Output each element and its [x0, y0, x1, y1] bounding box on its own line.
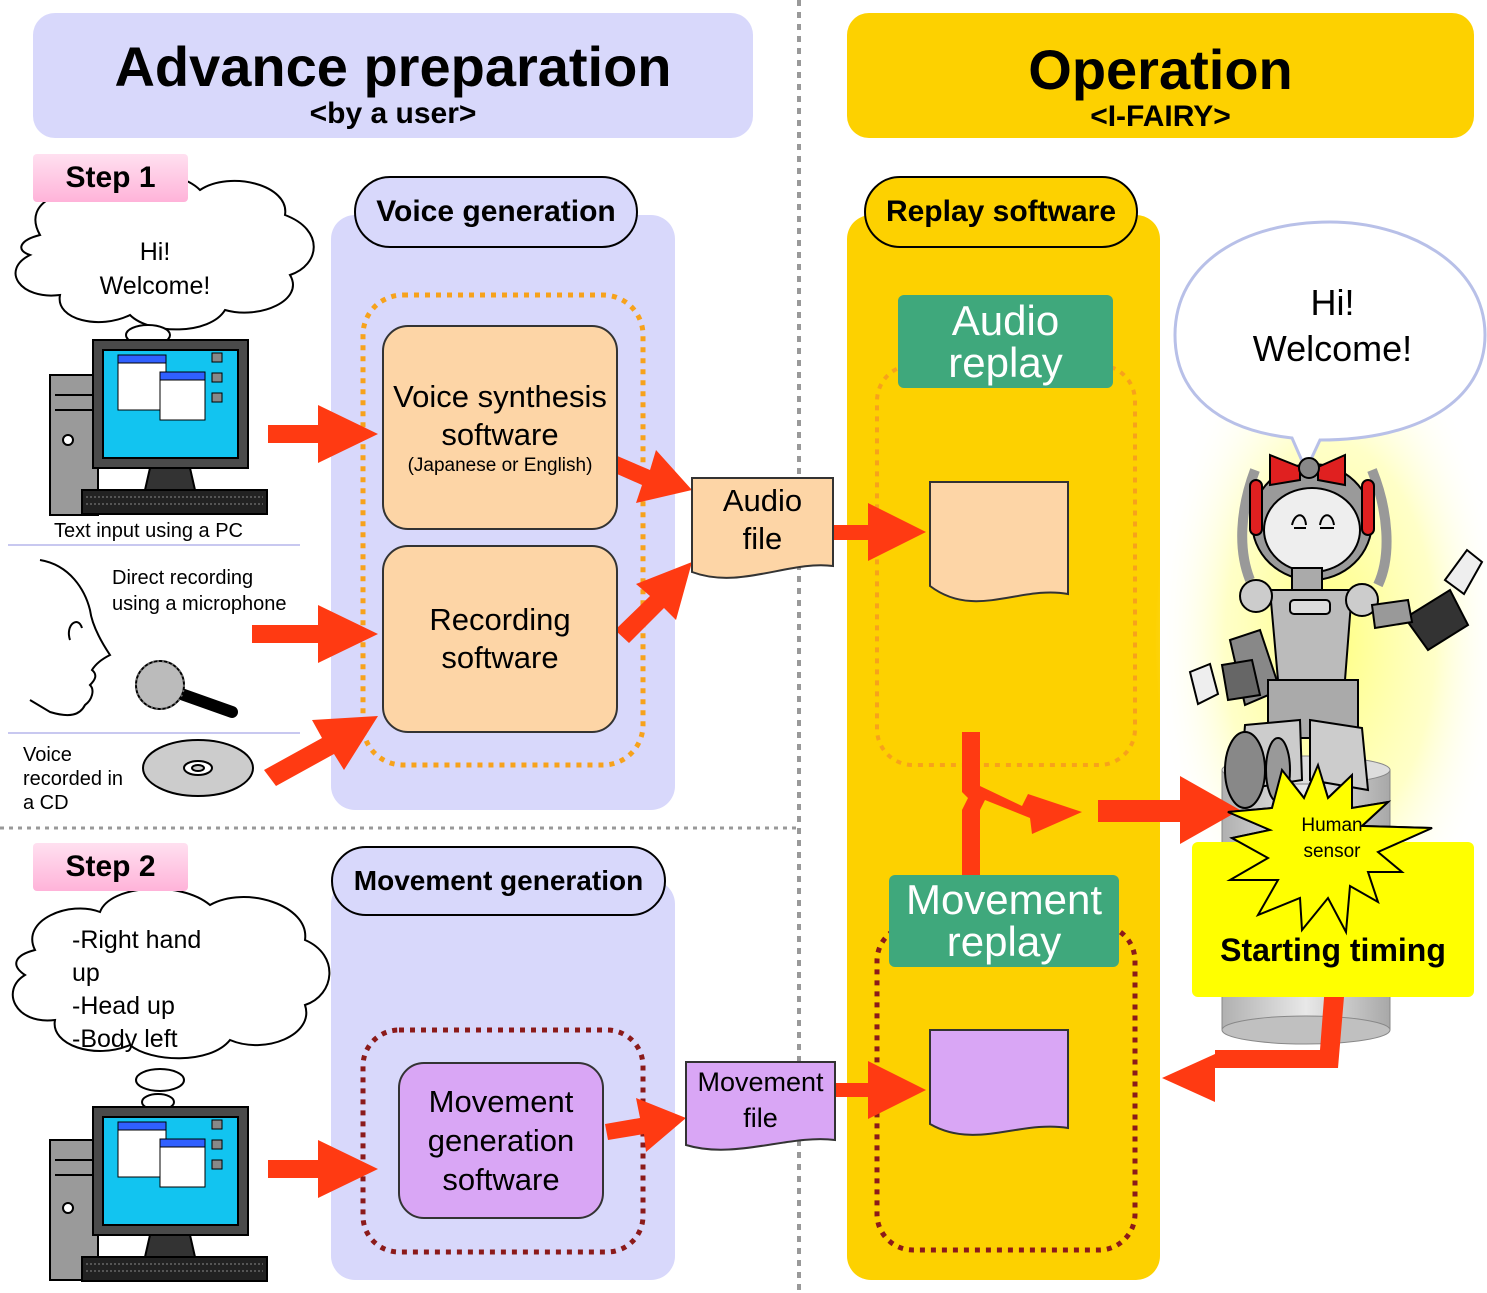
pc-label: Text input using a PC: [54, 520, 243, 542]
movement-dotted-frame: [360, 1027, 646, 1255]
movement-replay-line-1: Movement: [905, 876, 1103, 923]
cd-label-line-3: a CD: [23, 792, 69, 814]
thought-2-line-1: -Right hand: [72, 926, 202, 954]
cd-label-line-2: recorded in: [23, 768, 124, 790]
face-profile-icon: [29, 559, 112, 717]
movement-file-line-1: Movement: [697, 1067, 824, 1097]
advance-preparation-title: Advance preparation: [114, 35, 672, 98]
arrow-pc2-to-movement: [268, 1140, 378, 1198]
operation-subtitle: <I-FAIRY>: [1090, 100, 1231, 133]
voice-synthesis-line-2: software: [441, 416, 559, 452]
movement-software-line-3: software: [442, 1162, 560, 1197]
voice-dotted-frame: [360, 292, 646, 768]
movement-software-line-1: Movement: [428, 1084, 574, 1119]
thought-2-line-4: -Body left: [72, 1025, 178, 1053]
audio-replay-dotted-frame: [875, 363, 1137, 767]
arrow-recording-to-audiofile: [615, 562, 692, 643]
mic-label: Direct recording using a microphone: [112, 565, 312, 617]
operation-header: Operation <I-FAIRY>: [847, 13, 1474, 138]
arrow-audiofile-to-replay: [833, 503, 926, 561]
thought-1-line-2: Welcome!: [99, 272, 211, 300]
robot-speech-line-2: Welcome!: [1252, 328, 1413, 369]
thought-1-text: Hi! Welcome!: [75, 235, 235, 303]
audio-replay-line-2: replay: [948, 338, 1063, 386]
cd-icon: [142, 739, 254, 797]
merge-connector: [962, 732, 1082, 888]
movement-generation-label: Movement generation: [331, 846, 666, 916]
human-sensor-burst-overlay-icon: [1226, 762, 1433, 936]
audio-file-label: Audio file: [692, 482, 833, 558]
audio-file-line-1: Audio: [722, 483, 803, 518]
human-sensor-overlay: [1226, 762, 1433, 936]
step-1-label: Step 1: [33, 154, 188, 202]
thought-2-line-3: -Head up: [72, 992, 175, 1020]
movement-file-label: Movement file: [686, 1064, 835, 1136]
operation-title: Operation: [1028, 38, 1293, 101]
pc-icon-1: [49, 339, 268, 516]
arrow-cd-to-recording: [264, 716, 378, 786]
thought-2-text: -Right hand up -Head up -Body left: [72, 924, 272, 1056]
human-sensor-line-1: Human: [1301, 815, 1363, 836]
ear-icon: [67, 621, 83, 641]
pc-icon-2: [49, 1106, 268, 1282]
starting-timing-label: Starting timing: [1220, 932, 1446, 968]
robot-speech-bubble: [1173, 220, 1487, 474]
movement-software-line-2: generation: [427, 1123, 575, 1158]
recording-line-2: software: [441, 640, 559, 675]
thought-2-line-2: up: [72, 959, 100, 987]
microphone-icon: [135, 660, 238, 718]
human-sensor-line-2: sensor: [1303, 841, 1361, 862]
arrow-timing-to-movement: [1162, 985, 1345, 1102]
cd-label-line-1: Voice: [23, 744, 72, 766]
arrow-movementfile-to-replay: [835, 1061, 926, 1119]
step-2-label: Step 2: [33, 843, 188, 891]
mic-label-line-2: using a microphone: [112, 593, 287, 615]
cd-label: Voice recorded in a CD: [23, 743, 143, 815]
robot-speech-text: Hi! Welcome!: [1200, 280, 1465, 372]
robot-icon: [1188, 453, 1484, 809]
voice-synthesis-line-1: Voice synthesis: [393, 378, 607, 414]
advance-preparation-subtitle: <by a user>: [309, 97, 477, 130]
arrow-mic-to-recording: [252, 605, 378, 663]
mic-label-line-1: Direct recording: [112, 567, 254, 589]
replay-software-label: Replay software: [864, 176, 1138, 248]
movement-replay-label: Movement replay: [889, 875, 1119, 967]
recording-box: Recording software: [382, 545, 618, 733]
voice-synthesis-box: Voice synthesis software (Japanese or En…: [382, 325, 618, 530]
movement-replay-line-2: replay: [946, 918, 1062, 965]
human-sensor-label: Human sensor: [1282, 813, 1382, 865]
audio-replay-label: Audio replay: [898, 295, 1113, 388]
voice-generation-label: Voice generation: [354, 176, 638, 248]
advance-preparation-header: Advance preparation <by a user>: [33, 13, 753, 138]
robot-speech-line-1: Hi!: [1310, 282, 1355, 323]
movement-file-line-2: file: [743, 1103, 778, 1133]
recording-line-1: Recording: [429, 602, 571, 637]
arrow-replay-to-robot: [1098, 776, 1240, 844]
red-arrows: [252, 405, 1345, 1198]
audio-file-line-2: file: [742, 521, 783, 556]
voice-synthesis-note: (Japanese or English): [407, 454, 593, 476]
thought-1-line-1: Hi!: [139, 238, 171, 266]
arrow-pc-to-synth: [268, 405, 378, 463]
audio-replay-line-1: Audio: [951, 296, 1060, 344]
arrow-synth-to-audiofile: [608, 450, 692, 503]
movement-software-box: Movement generation software: [398, 1062, 604, 1219]
arrow-movement-to-movementfile: [605, 1098, 686, 1152]
